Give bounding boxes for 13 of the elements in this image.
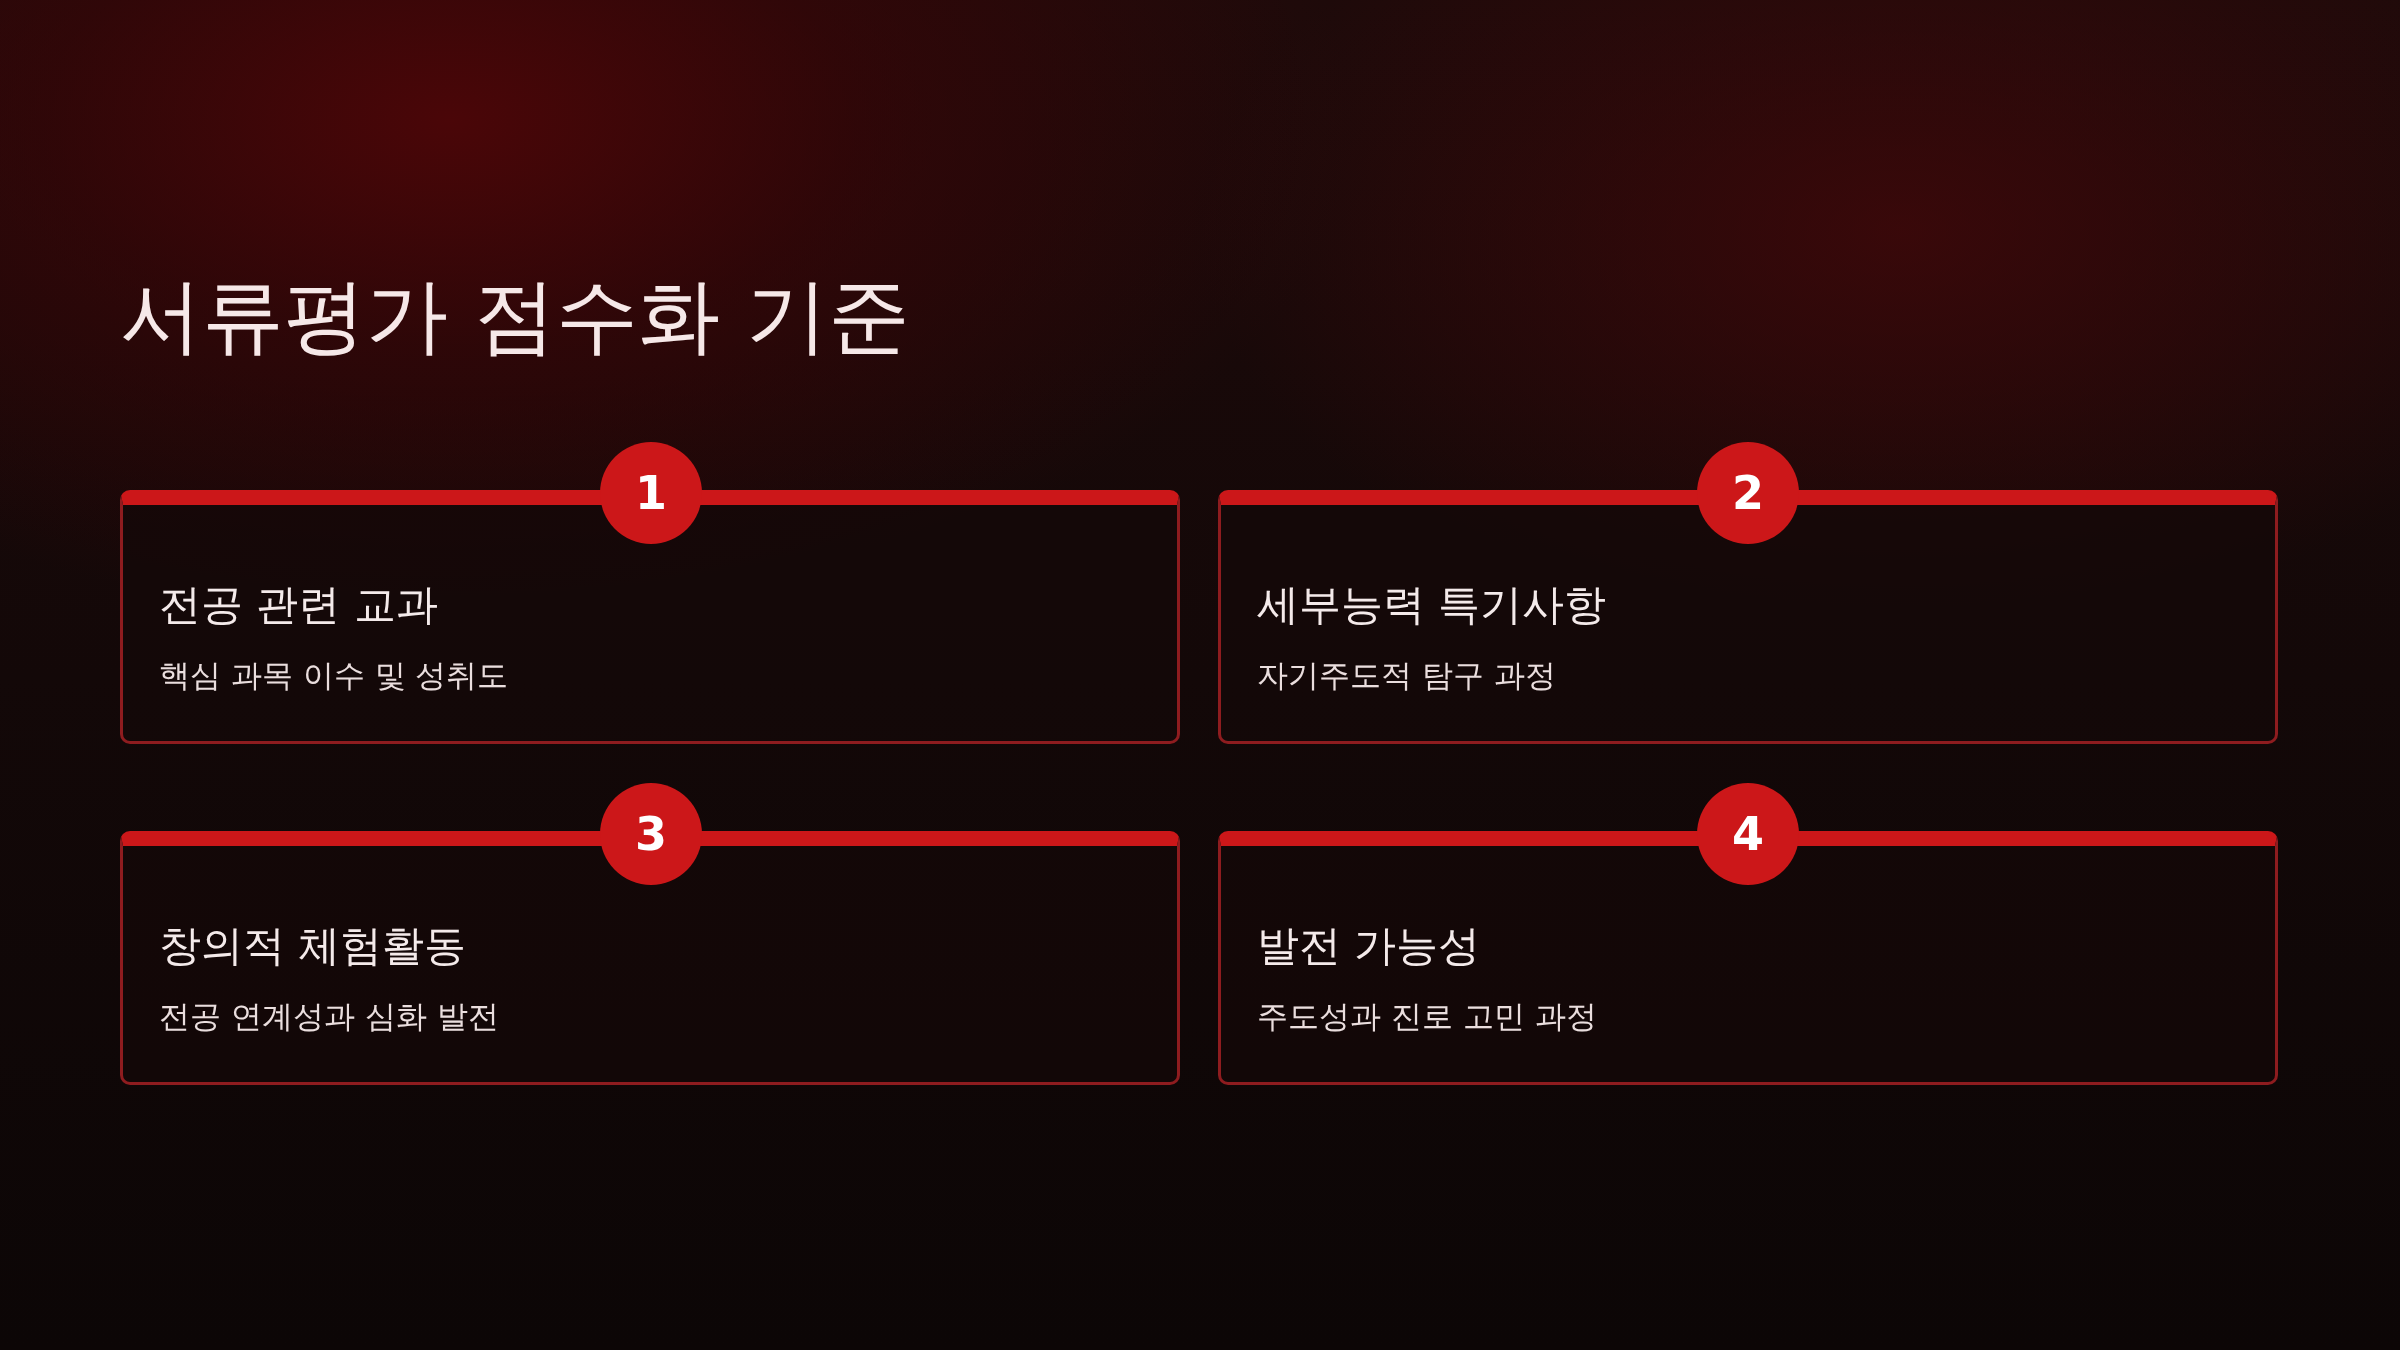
step-number-circle: 1: [600, 442, 702, 544]
card-description: 핵심 과목 이수 및 성취도: [159, 656, 509, 695]
card-heading: 전공 관련 교과: [159, 579, 438, 631]
step-number-circle: 2: [1697, 442, 1799, 544]
slide-title: 서류평가 점수화 기준: [120, 267, 911, 365]
card-description: 주도성과 진로 고민 과정: [1257, 997, 1597, 1036]
card-description: 전공 연계성과 심화 발전: [159, 997, 499, 1036]
card-description: 자기주도적 탐구 과정: [1257, 656, 1556, 695]
card-heading: 발전 가능성: [1257, 920, 1481, 972]
step-number-circle: 4: [1697, 783, 1799, 885]
card-heading: 창의적 체험활동: [159, 920, 467, 972]
card-heading: 세부능력 특기사항: [1257, 579, 1607, 631]
step-number-circle: 3: [600, 783, 702, 885]
